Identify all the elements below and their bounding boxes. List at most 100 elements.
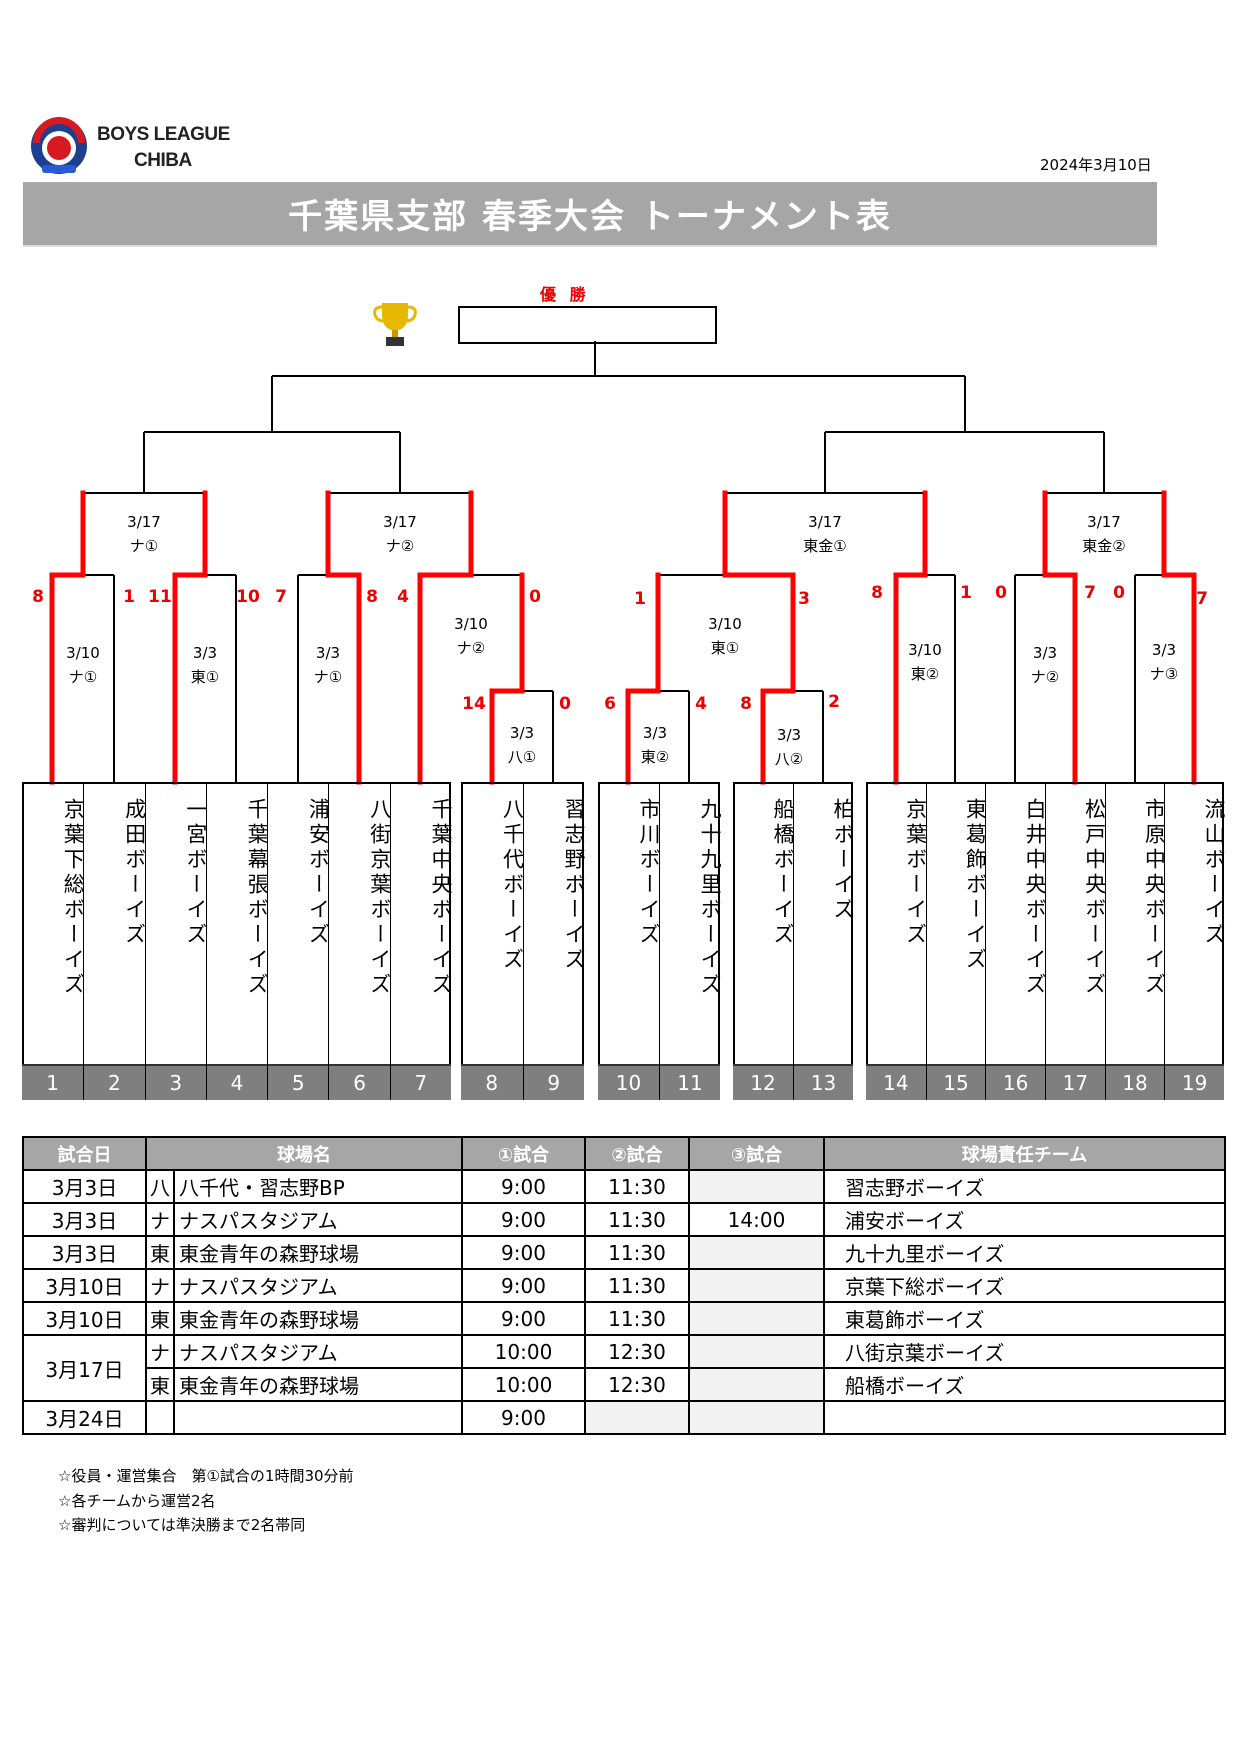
team-name: 千葉幕張ボーイズ <box>245 798 270 998</box>
cell-g3 <box>688 1235 825 1270</box>
team-slot: 市川ボーイズ 10 <box>598 782 661 1100</box>
title-bar: 千葉県支部 春季大会 トーナメント表 <box>23 182 1157 247</box>
header-game1: ①試合 <box>461 1136 586 1171</box>
cell-g3: 14:00 <box>688 1202 825 1237</box>
match-date: 3/17 <box>808 513 842 531</box>
cell-host-team: 東葛飾ボーイズ <box>823 1301 1226 1336</box>
team-number: 12 <box>733 1064 793 1100</box>
cell-venue-code <box>145 1400 175 1435</box>
match-venue: 東① <box>190 668 220 686</box>
cell-g1: 9:00 <box>461 1235 586 1270</box>
cell-g3 <box>688 1301 825 1336</box>
score-label: 0 <box>1113 583 1125 603</box>
cell-g3 <box>688 1367 825 1402</box>
cell-host-team: 九十九里ボーイズ <box>823 1235 1226 1270</box>
header-venue: 球場名 <box>145 1136 463 1171</box>
score-label: 14 <box>462 694 486 714</box>
team-name: 京葉下総ボーイズ <box>61 798 86 998</box>
score-label: 3 <box>798 589 810 609</box>
cell-date: 3月24日 <box>22 1400 147 1435</box>
score-label: 4 <box>397 587 409 607</box>
team-number: 3 <box>145 1064 206 1100</box>
cell-host-team: 船橋ボーイズ <box>823 1367 1226 1402</box>
team-number: 16 <box>986 1064 1045 1100</box>
cell-date: 3月10日 <box>22 1301 147 1336</box>
match-venue: 東金② <box>1082 537 1126 555</box>
match-date: 3/10 <box>908 641 942 659</box>
team-name: 市原中央ボーイズ <box>1142 798 1167 998</box>
cell-venue: 東金青年の森野球場 <box>173 1301 463 1336</box>
match-venue: 東② <box>910 665 940 683</box>
team-name: 市川ボーイズ <box>637 798 661 948</box>
cell-venue-code: 東 <box>145 1235 175 1270</box>
team-number: 11 <box>660 1064 720 1100</box>
tournament-bracket <box>49 341 1197 785</box>
cell-g1: 9:00 <box>461 1268 586 1303</box>
match-date: 3/10 <box>454 615 488 633</box>
score-label: 7 <box>1084 583 1096 603</box>
match-venue: 八② <box>774 750 804 768</box>
cell-g1: 9:00 <box>461 1169 586 1204</box>
note-3: ☆審判については準決勝まで2名帯同 <box>58 1516 306 1534</box>
header-host-team: 球場責任チーム <box>823 1136 1226 1171</box>
cell-venue: 東金青年の森野球場 <box>173 1367 463 1402</box>
cell-g2: 12:30 <box>584 1334 690 1369</box>
note-2: ☆各チームから運営2名 <box>58 1492 216 1510</box>
match-venue: 東① <box>710 639 740 657</box>
cell-g2: 11:30 <box>584 1235 690 1270</box>
team-number: 8 <box>461 1064 523 1100</box>
cell-venue: ナスパスタジアム <box>173 1202 463 1237</box>
schedule-table: 試合日 球場名 ①試合 ②試合 ③試合 球場責任チーム 3月3日八八千代・習志野… <box>22 1136 1226 1435</box>
champion-box <box>458 306 717 344</box>
score-label: 0 <box>559 694 571 714</box>
cell-g1: 9:00 <box>461 1301 586 1336</box>
cell-g1: 9:00 <box>461 1400 586 1435</box>
team-name: 流山ボーイズ <box>1201 798 1226 948</box>
score-label: 7 <box>275 587 287 607</box>
match-date: 3/3 <box>509 724 535 742</box>
match-venue: ナ① <box>313 668 343 686</box>
cell-g3 <box>688 1400 825 1435</box>
team-number: 19 <box>1165 1064 1224 1100</box>
match-date: 3/10 <box>66 644 100 662</box>
cell-date: 3月3日 <box>22 1169 147 1204</box>
match-label: 3/10 東② <box>880 638 970 686</box>
cell-g2: 11:30 <box>584 1202 690 1237</box>
team-name: 浦安ボーイズ <box>306 798 331 948</box>
score-label: 7 <box>1196 589 1208 609</box>
team-number: 10 <box>598 1064 659 1100</box>
cell-g1: 10:00 <box>461 1367 586 1402</box>
team-name: 八千代ボーイズ <box>500 798 525 973</box>
cell-venue-code: 東 <box>145 1301 175 1336</box>
match-venue: ナ② <box>456 639 486 657</box>
team-name: 松戸中央ボーイズ <box>1082 798 1107 998</box>
boys-league-logo <box>31 117 87 174</box>
team-slot: 成田ボーイズ 2 <box>83 782 147 1100</box>
cell-host-team: 習志野ボーイズ <box>823 1169 1226 1204</box>
schedule-header-row: 試合日 球場名 ①試合 ②試合 ③試合 球場責任チーム <box>22 1136 1226 1171</box>
team-number: 2 <box>84 1064 145 1100</box>
cell-venue-code: ナ <box>145 1268 175 1303</box>
team-name: 成田ボーイズ <box>122 798 147 948</box>
cell-g2 <box>584 1400 690 1435</box>
score-label: 0 <box>995 583 1007 603</box>
